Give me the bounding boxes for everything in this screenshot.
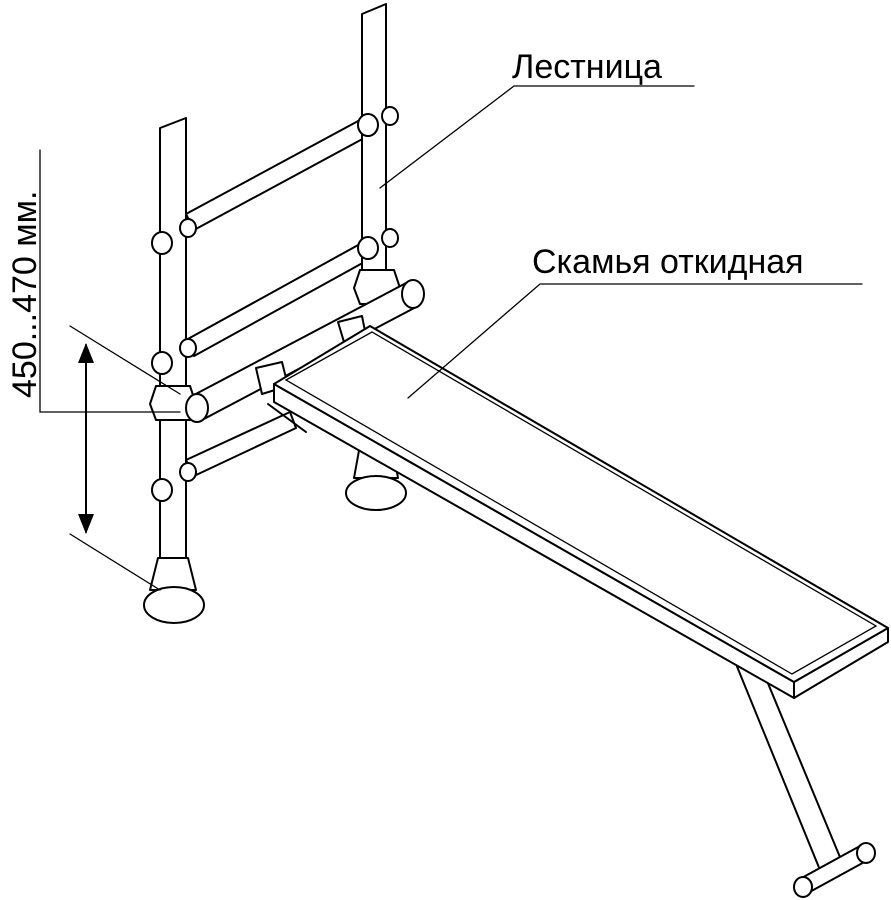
bench — [273, 325, 889, 898]
rung-bolts — [151, 106, 399, 502]
leader-lines — [379, 85, 863, 399]
ladder — [143, 3, 407, 624]
label-dimension: 450...470 мм. — [6, 191, 44, 398]
bench-seat-top — [273, 325, 889, 683]
dimension-height — [39, 149, 181, 591]
ladder-rungs — [185, 119, 369, 477]
label-ladder: Лестница — [512, 48, 662, 86]
label-bench: Скамья откидная — [532, 243, 804, 281]
bench-rear-leg — [735, 663, 876, 898]
